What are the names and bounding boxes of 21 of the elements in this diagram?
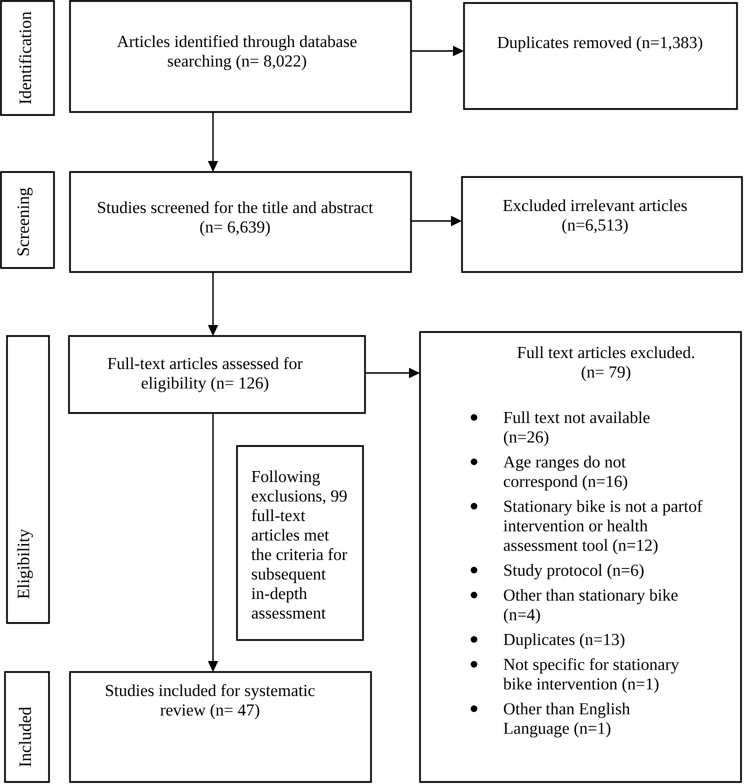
stage-label: Eligibility [6,335,50,624]
stage-label: Included [4,671,50,783]
stage-label: Identification [0,0,55,116]
process-box: Duplicates removed (n=1,383) [463,2,738,110]
list-item: Full text not available (n=26) [504,411,650,446]
list-item: Not specific for stationary bike intervention (n=1) [503,658,680,693]
list-item: Other than stationary bike (n=4) [504,588,678,624]
process-box: Studies included for systematic review (n= 47) [69,671,372,783]
list-item: Other than English Language (n=1) [504,702,630,738]
process-box: Full-text articles assessed for eligibility (n= 126) [68,335,366,414]
box-heading: Full text articles excluded. (n= 79) [517,346,694,382]
list-item: Duplicates (n=13) [504,633,624,649]
process-box: Articles identified through database searching (n= 8,022) [69,0,412,113]
process-box [419,331,742,783]
list-item: Study protocol (n=6) [504,564,644,580]
stage-label: Screening [0,171,55,269]
list-item: Age ranges do not correspond (n=16) [503,456,628,490]
note-box: Following exclusions, 99 full-text articles met the criteria for subsequent in-depth assessment [236,445,364,641]
process-box: Excluded irrelevant articles (n=6,513) [461,176,743,273]
process-box: Studies screened for the title and abstract (n= 6,639) [69,171,412,273]
list-item: Stationary bike is not a partof intervention or health assessment tool (n=12) [504,500,702,554]
